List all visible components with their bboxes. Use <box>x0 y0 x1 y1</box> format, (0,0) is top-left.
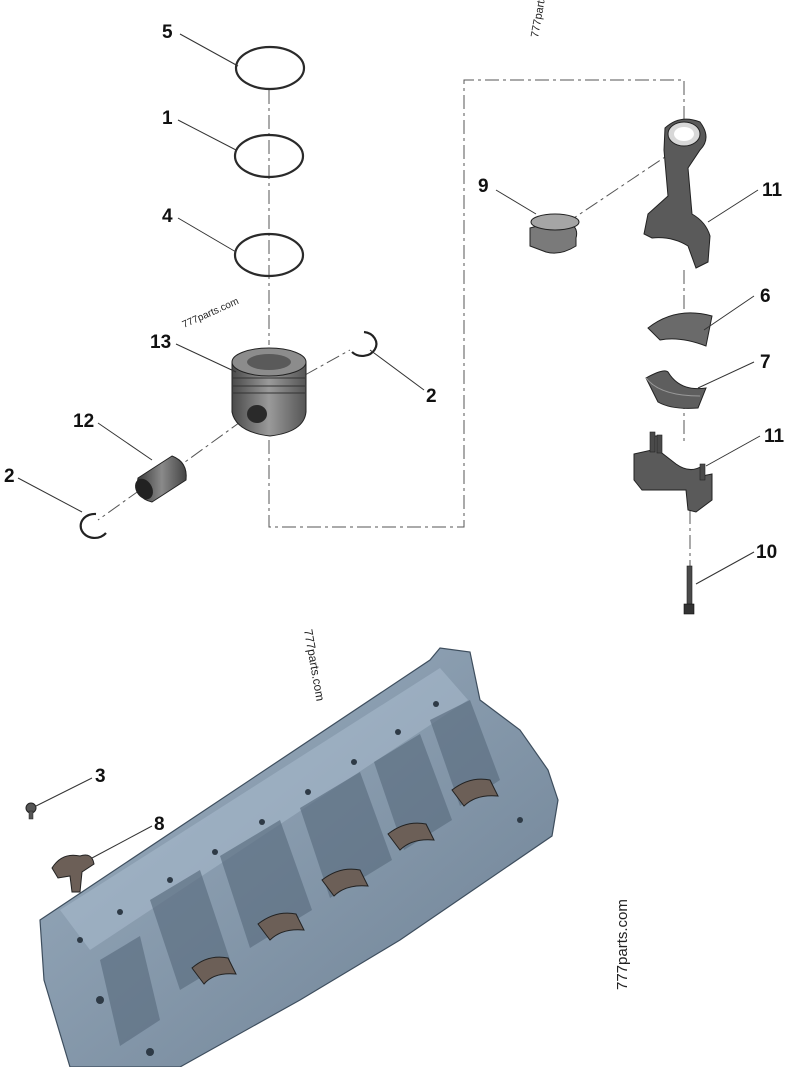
main-bearing-cap-1 <box>191 956 237 985</box>
callout-1: 1 <box>162 108 173 129</box>
circlip-right <box>351 330 378 358</box>
connecting-rod-bolt <box>683 565 695 615</box>
callout-10: 10 <box>756 542 777 563</box>
cooling-nozzle-screw <box>25 802 37 820</box>
circlip-left <box>79 512 107 540</box>
callout-9: 9 <box>478 176 489 197</box>
callouts: 5 1 4 13 2 12 2 9 11 6 7 11 10 3 8 <box>4 22 785 835</box>
bearing-shell-lower <box>645 370 707 409</box>
bearing-shell-upper <box>647 312 713 347</box>
watermark-top-cut: 777parts <box>529 0 548 39</box>
callout-2-left: 2 <box>4 466 15 487</box>
leader-lines <box>17 33 761 859</box>
callout-12: 12 <box>73 411 94 432</box>
engine-block <box>39 647 559 1067</box>
callout-3: 3 <box>95 766 106 787</box>
watermark-piston: 777parts.com <box>181 296 241 331</box>
callout-7: 7 <box>760 352 771 373</box>
main-bearing-cap-5 <box>451 778 499 807</box>
piston-ring-second <box>233 133 305 179</box>
piston-ring-top <box>234 45 306 91</box>
callout-4: 4 <box>162 206 173 227</box>
main-bearing-cap-2 <box>257 912 305 941</box>
callout-8: 8 <box>154 814 165 835</box>
piston-pin <box>135 455 187 503</box>
callout-2-right: 2 <box>426 386 437 407</box>
connecting-rod-bushing <box>529 213 580 254</box>
callout-5: 5 <box>162 22 173 43</box>
assembly-centerlines <box>69 79 691 1001</box>
callout-11-cap: 11 <box>764 426 785 447</box>
callout-13: 13 <box>150 332 171 353</box>
main-bearing-cap-4 <box>387 822 435 851</box>
piston-cooling-nozzle <box>51 854 95 893</box>
connecting-rod-cap <box>633 431 713 513</box>
callout-11-rod: 11 <box>762 180 783 201</box>
piston <box>231 347 307 437</box>
callout-6: 6 <box>760 286 771 307</box>
watermark-bottom-right: 777parts.com <box>614 899 631 990</box>
piston-oil-ring <box>233 232 305 278</box>
connecting-rod <box>643 118 711 269</box>
main-bearing-cap-3 <box>321 868 369 897</box>
watermark-block: 777parts.com <box>301 628 327 702</box>
